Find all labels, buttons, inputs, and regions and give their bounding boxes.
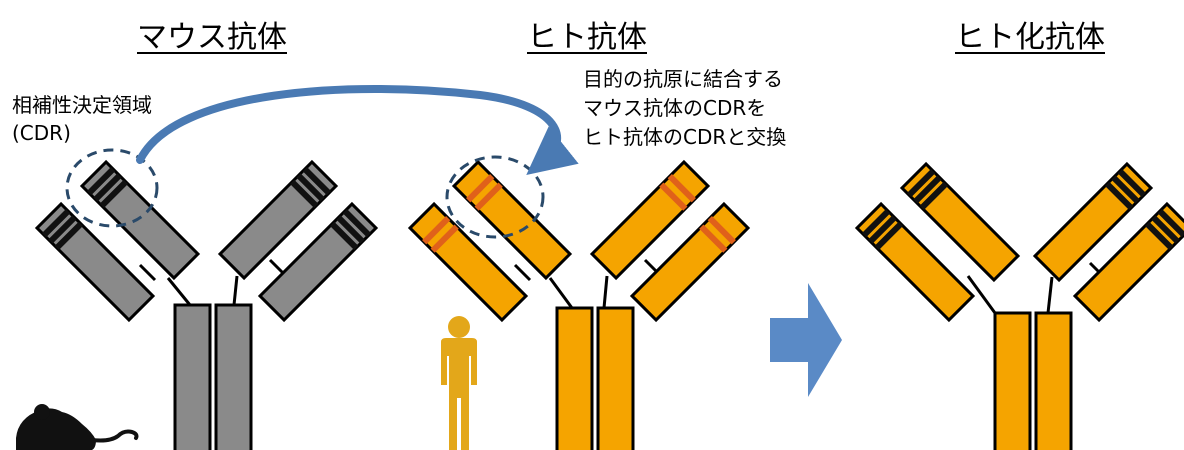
mouse-cdr-stripe [296, 173, 325, 202]
human-cdr-regions [422, 174, 736, 253]
humanized-antibody-stem-left [993, 311, 1032, 450]
mouse-cdr-stripe [302, 166, 332, 196]
humanized-antibody-heavy-chain-right [1032, 161, 1154, 283]
cdr-label-line2: (CDR) [12, 121, 71, 145]
mouse-cdr-stripe [54, 221, 83, 250]
humanized-cdr-stripe [1117, 168, 1147, 198]
humanized-antibody-light-chain-left [854, 201, 976, 323]
humanized-cdr-stripe [1157, 208, 1184, 238]
mouse-antibody-link-left [166, 277, 192, 306]
humanized-cdr-stripe [868, 215, 897, 244]
human-antibody-hinge-left [513, 263, 532, 282]
human-cdr-stripe [422, 216, 451, 245]
humanized-cdr-stripe [1105, 181, 1134, 210]
note-line3: ヒト抗体のCDRと交換 [583, 125, 787, 149]
mouse-cdr-stripe [336, 215, 365, 244]
note-line1: 目的の抗原に結合する [583, 67, 783, 91]
person-icon [441, 316, 477, 450]
cdr-label-line1: 相補性決定領域 [12, 93, 152, 117]
human-cdr-stripe [707, 216, 736, 245]
curved-swap-arrow-icon [136, 84, 579, 176]
human-antibody-light-chain-right [629, 201, 751, 323]
humanized-cdr-stripe [913, 175, 942, 204]
mouse-cdr-stripe [93, 173, 122, 202]
humanized-antibody [854, 161, 1184, 450]
title-humanized-antibody: ヒト化抗体 [955, 20, 1105, 55]
human-cdr-stripe [699, 224, 728, 253]
humanized-antibody-light-chain-right [1072, 201, 1184, 323]
human-antibody-heavy-chain-right [589, 159, 711, 281]
human-antibody-stem-right [596, 306, 635, 450]
transform-arrow-icon [770, 283, 842, 397]
mouse-antibody-heavy-chain-right [217, 159, 339, 281]
human-cdr-stripe [659, 182, 688, 211]
mouse-cdr-stripe [48, 215, 77, 244]
mouse-cdr-regions [41, 166, 372, 250]
humanized-antibody-link-right [1046, 276, 1054, 314]
mouse-antibody-hinge-left [138, 263, 157, 282]
human-antibody-stem-left [555, 306, 594, 450]
humanized-cdr-stripe [906, 168, 936, 198]
mouse-cdr-stripe [86, 166, 116, 196]
human-antibody-link-left [548, 277, 574, 309]
humanized-cdr-stripe [919, 181, 948, 210]
title-human-antibody: ヒト抗体 [527, 20, 647, 55]
human-cdr-stripe [667, 174, 696, 203]
mouse-cdr-stripe [99, 179, 128, 208]
mouse-antibody-hinge-right [268, 258, 285, 275]
humanized-antibody-stem-right [1034, 311, 1073, 450]
note-line2: マウス抗体のCDRを [583, 96, 767, 120]
humanized-cdr-stripe [1145, 221, 1174, 250]
mouse-antibody [34, 159, 379, 450]
mouse-cdr-stripe [41, 208, 71, 238]
human-cdr-stripe [474, 182, 503, 211]
mouse-animal-icon [16, 404, 139, 450]
mouse-cdr-stripe [290, 179, 319, 208]
human-antibody-link-right [602, 275, 609, 309]
mouse-cdr-highlight-ellipse [65, 148, 159, 228]
humanized-cdr-stripe [861, 208, 891, 238]
human-cdr-highlight-ellipse [445, 155, 545, 239]
humanized-cdr-regions [861, 168, 1184, 250]
human-antibody [407, 159, 751, 450]
human-cdr-stripe [466, 174, 495, 203]
human-antibody-heavy-chain-left [451, 159, 573, 281]
humanized-antibody-link-left [966, 275, 997, 314]
human-antibody-light-chain-left [407, 201, 529, 323]
mouse-antibody-light-chain-right [257, 201, 379, 323]
mouse-cdr-stripe [342, 208, 372, 238]
mouse-antibody-stem-left [173, 303, 212, 450]
mouse-antibody-link-right [232, 275, 239, 306]
mouse-cdr-stripe [330, 221, 359, 250]
human-cdr-stripe [430, 224, 459, 253]
mouse-antibody-light-chain-left [34, 201, 156, 323]
humanized-antibody-heavy-chain-left [899, 161, 1021, 283]
humanized-cdr-stripe [1111, 175, 1140, 204]
humanized-cdr-stripe [874, 221, 903, 250]
mouse-antibody-stem-right [214, 303, 253, 450]
title-mouse-antibody: マウス抗体 [137, 20, 287, 55]
humanized-cdr-stripe [1151, 215, 1180, 244]
